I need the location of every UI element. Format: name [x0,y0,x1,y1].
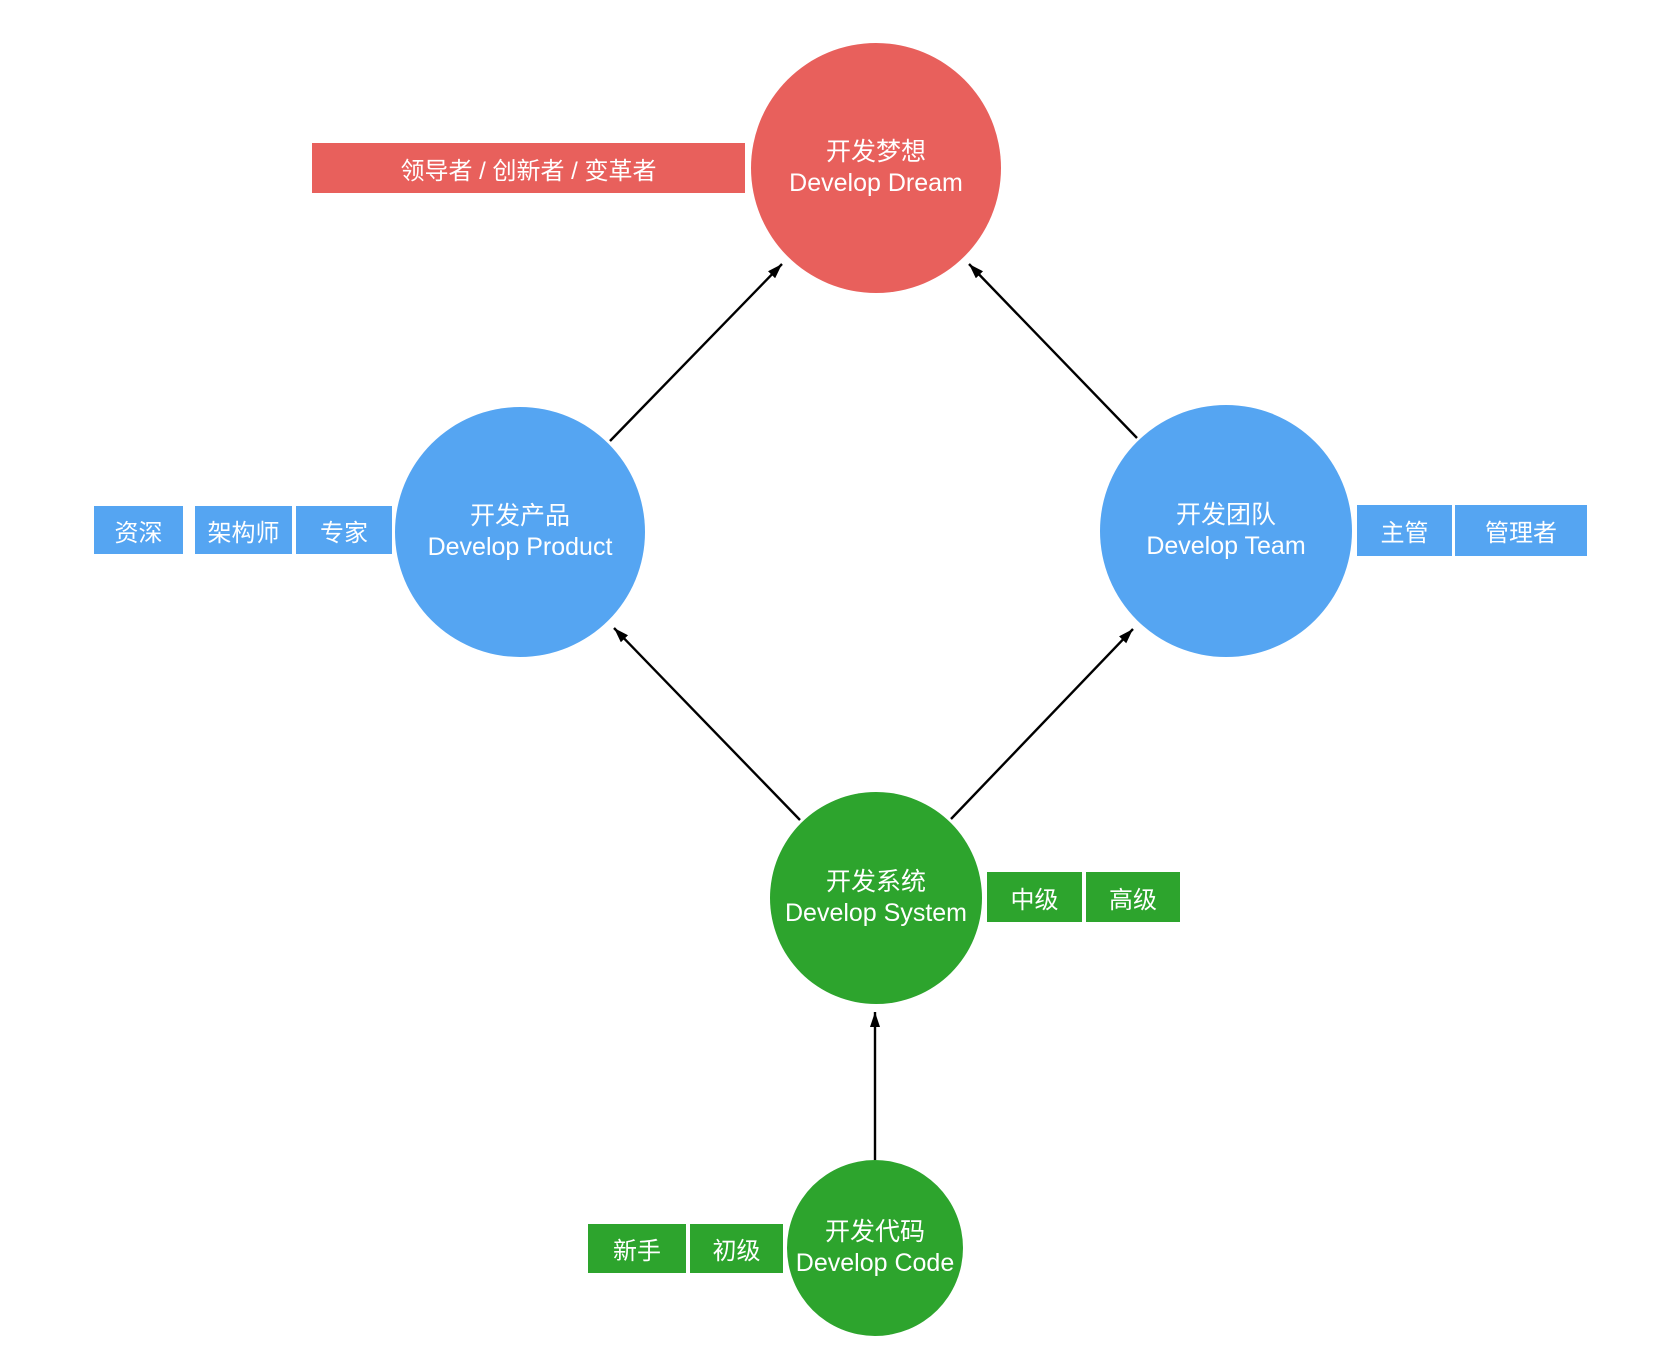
tag-novice: 新手 [588,1224,686,1273]
node-dream-label-zh: 开发梦想 [825,138,926,166]
tag-advanced: 高级 [1086,872,1180,922]
tag-manager: 管理者 [1455,505,1587,556]
tag-dream-roles: 领导者 / 创新者 / 变革者 [312,143,745,193]
node-code: 开发代码 Develop Code [787,1160,963,1336]
tag-supervisor: 主管 [1357,505,1452,556]
node-dream-label-en: Develop Dream [789,169,963,197]
tag-junior: 初级 [690,1224,783,1273]
node-team-label-zh: 开发团队 [1175,501,1276,529]
tag-senior: 资深 [94,506,183,554]
arrow-system-to-product [613,627,801,821]
arrow-system-to-team [950,628,1134,820]
node-dream: 开发梦想 Develop Dream [751,43,1001,293]
node-system-label-en: Develop System [784,899,968,927]
node-team-label-en: Develop Team [1146,532,1306,560]
node-product-label-zh: 开发产品 [469,502,570,530]
node-code-label-en: Develop Code [795,1249,955,1277]
node-team: 开发团队 Develop Team [1100,405,1352,657]
tag-architect: 架构师 [195,506,292,554]
node-system-label-zh: 开发系统 [825,868,926,896]
arrow-product-to-dream [609,263,783,442]
node-product: 开发产品 Develop Product [395,407,645,657]
arrow-team-to-dream [968,263,1138,439]
node-product-label-en: Develop Product [427,533,613,561]
node-system: 开发系统 Develop System [770,792,982,1004]
tag-expert: 专家 [296,506,392,554]
node-code-label-zh: 开发代码 [824,1218,925,1246]
tag-intermediate: 中级 [987,872,1082,922]
